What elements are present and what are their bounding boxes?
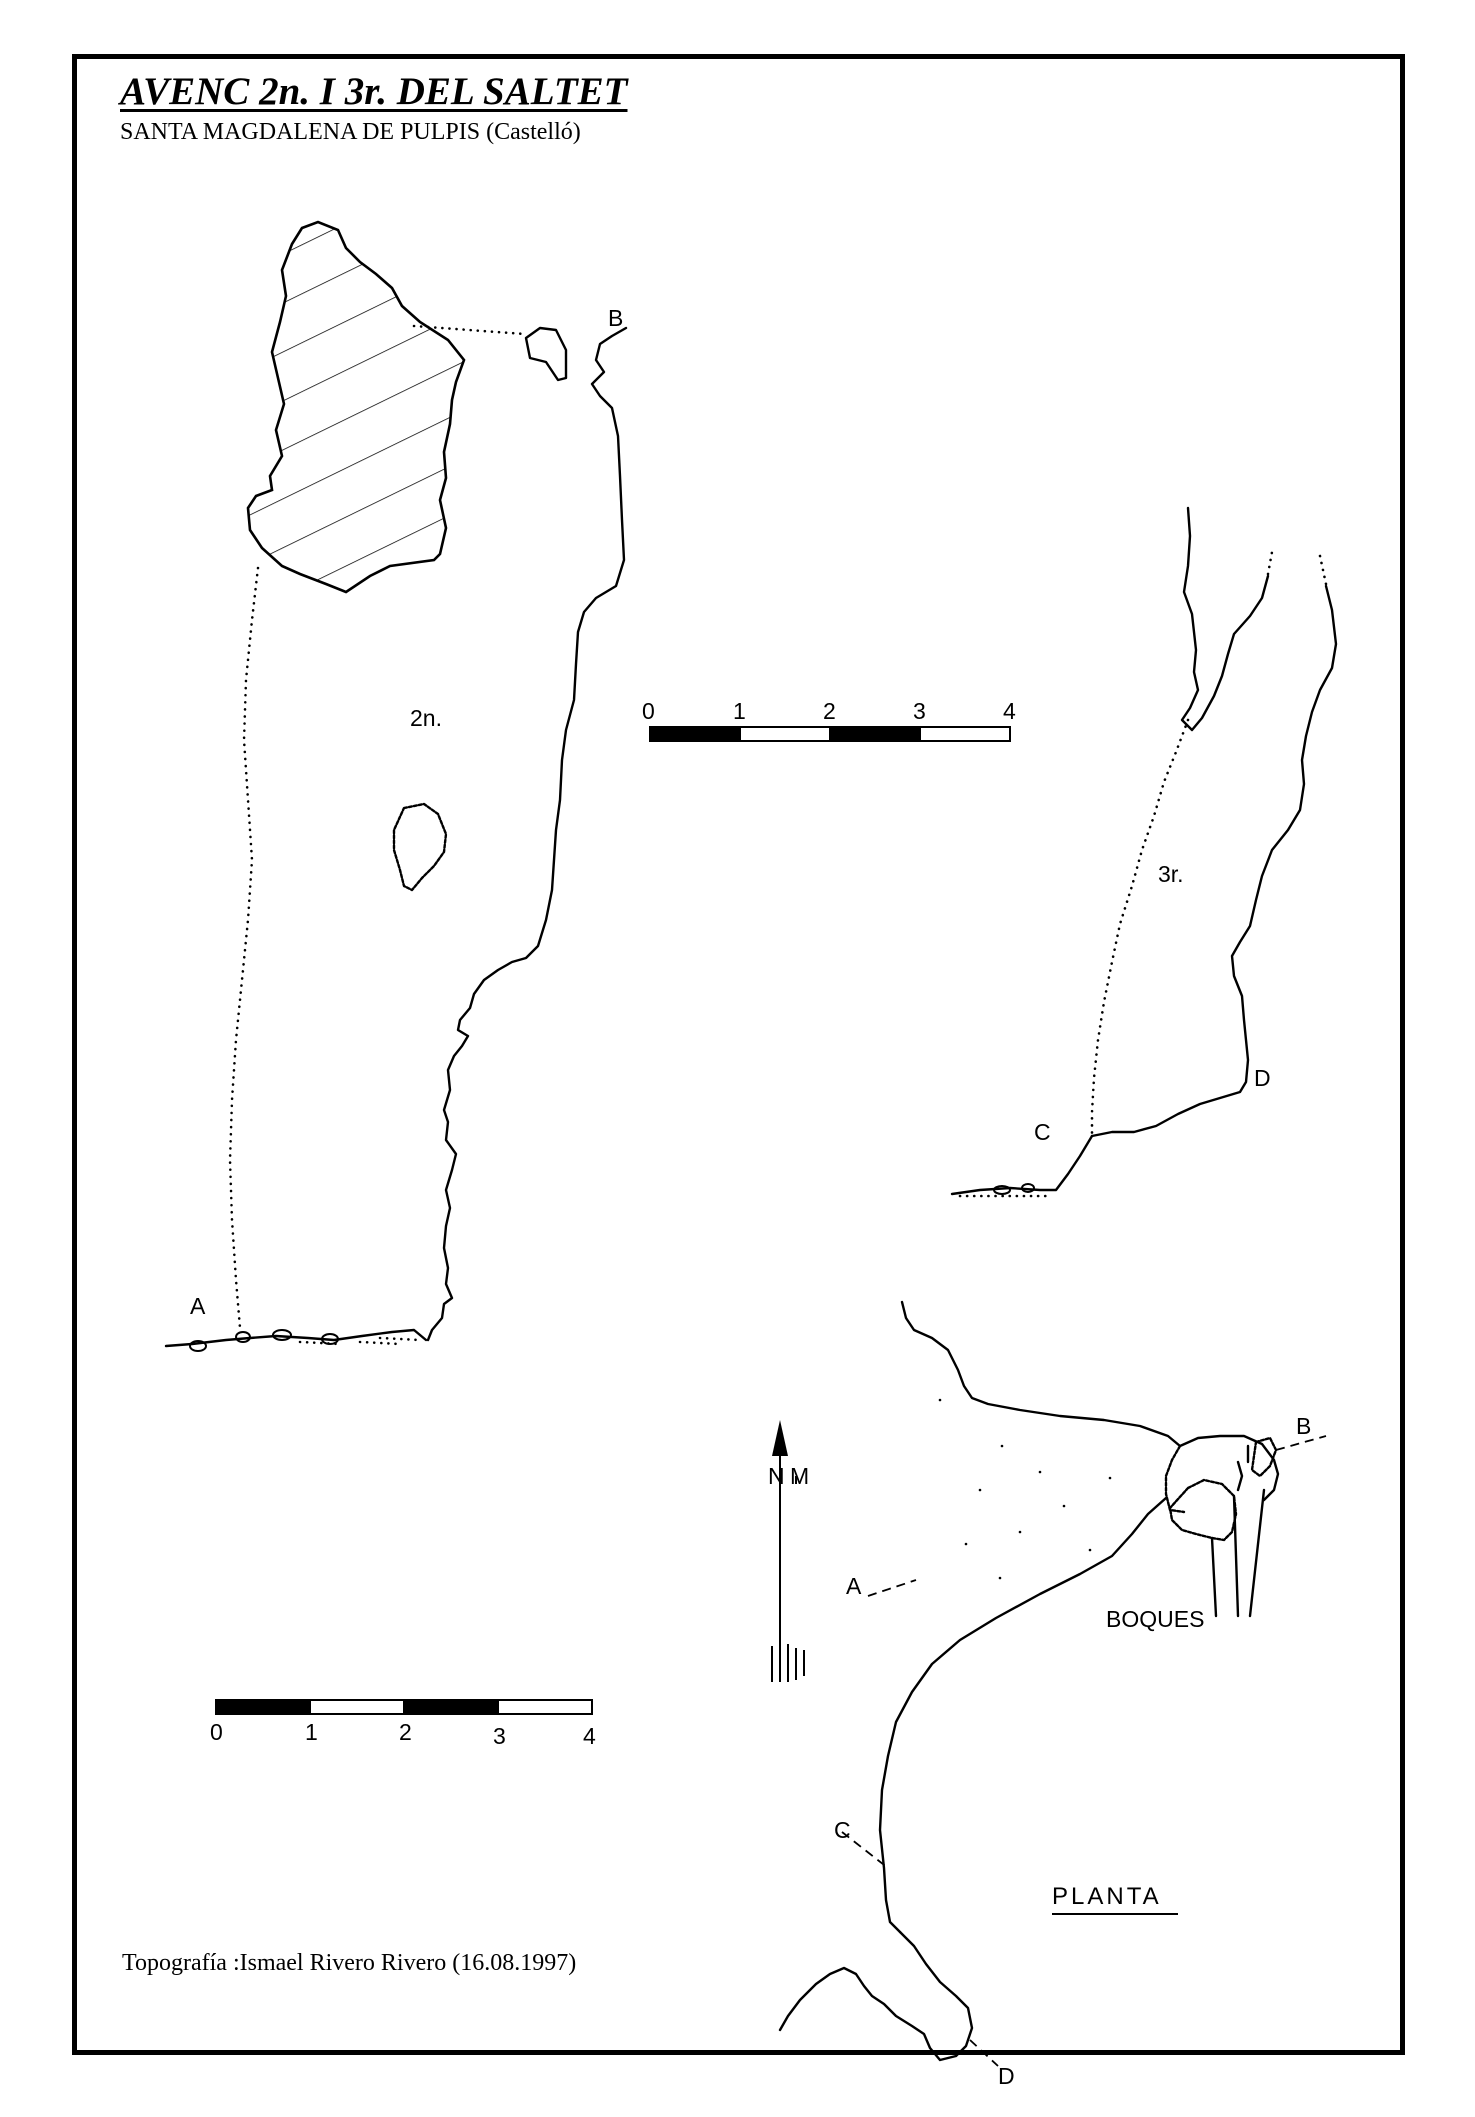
plan-label-c: C xyxy=(834,1817,851,1843)
plan-section-line-d xyxy=(969,2039,999,2067)
section-label-3r: 3r. xyxy=(1158,861,1184,887)
scale-bottom-tick-3: 3 xyxy=(493,1723,506,1749)
plan-upper-wall xyxy=(900,1300,1182,1448)
north-label-n: N xyxy=(768,1463,785,1489)
plan-section-line-b xyxy=(1275,1435,1327,1451)
survey-location: SANTA MAGDALENA DE PULPIS (Castelló) xyxy=(120,119,581,145)
section-2n-dotted-line-left xyxy=(228,566,260,1330)
plan-interior-dots xyxy=(938,1398,1112,1580)
plan-section-line-a xyxy=(867,1579,917,1597)
scale-top-tick-4: 4 xyxy=(1003,698,1016,724)
section-3r-floor xyxy=(950,1134,1094,1196)
section-2n-hatched-block xyxy=(246,220,466,594)
section-2n-rock-outcrop xyxy=(524,326,568,382)
plan-label-d: D xyxy=(998,2063,1015,2089)
section-3r-floor-pebbles xyxy=(958,1183,1052,1198)
section-3r-left-wall xyxy=(1180,506,1270,732)
section-2n-pillar xyxy=(392,802,448,892)
north-arrow-icon: N M xyxy=(768,1420,809,1682)
plan-section-line-c xyxy=(841,1831,889,1869)
boques-leader-lines xyxy=(1210,1488,1266,1618)
survey-credit: Topografía :Ismael Rivero Rivero (16.08.… xyxy=(122,1950,577,1976)
section-2n-right-wall xyxy=(426,326,628,1342)
scale-bottom-tick-0: 0 xyxy=(210,1719,223,1745)
section-3r-right-wall xyxy=(1090,584,1338,1138)
section-3r-dotted-top-right xyxy=(1318,554,1328,586)
plan-entrance-mouth-left xyxy=(1164,1444,1186,1514)
plan-entrance-outline xyxy=(1178,1434,1280,1502)
survey-title: AVENC 2n. I 3r. DEL SALTET xyxy=(120,70,628,113)
scale-top-tick-3: 3 xyxy=(913,698,926,724)
section-label-b: B xyxy=(608,305,623,331)
north-label-m: M xyxy=(790,1463,809,1489)
section-3r-dotted-top-left xyxy=(1266,550,1274,576)
plan-view: B A BOQUES C D PLANTA xyxy=(778,1300,1327,2089)
scale-bar-top: 0 1 2 3 4 xyxy=(642,698,1016,742)
section-3r: 3r. C D xyxy=(950,506,1338,1198)
plan-lower-wall xyxy=(878,1496,1168,1934)
plan-label-planta: PLANTA xyxy=(1052,1883,1162,1910)
plan-lower-chamber xyxy=(778,1930,974,2062)
section-label-a: A xyxy=(190,1293,206,1319)
plan-entrance-mouth-small xyxy=(1250,1436,1278,1478)
section-label-d: D xyxy=(1254,1065,1271,1091)
scale-top-tick-2: 2 xyxy=(823,698,836,724)
plan-entrance-mouth-lower xyxy=(1168,1478,1238,1542)
scale-bottom-tick-1: 1 xyxy=(305,1719,318,1745)
plan-label-b: B xyxy=(1296,1413,1311,1439)
section-3r-dotted-left-edge xyxy=(1090,718,1190,1136)
scale-top-tick-1: 1 xyxy=(733,698,746,724)
section-label-c: C xyxy=(1034,1119,1051,1145)
plan-label-a: A xyxy=(846,1573,862,1599)
scale-bar-bottom: 0 1 2 3 4 xyxy=(210,1699,596,1749)
plan-label-boques: BOQUES xyxy=(1106,1606,1204,1632)
section-2n-dotted-line-top xyxy=(412,324,526,336)
scale-bottom-tick-2: 2 xyxy=(399,1719,412,1745)
section-2n-floor-line xyxy=(164,1328,428,1348)
plan-entrance-inner-lines xyxy=(1236,1444,1250,1492)
section-label-2n: 2n. xyxy=(410,705,442,731)
section-2n-floor-pebbles xyxy=(189,1329,422,1352)
drawing-frame xyxy=(72,54,1405,2055)
scale-top-tick-0: 0 xyxy=(642,698,655,724)
section-2n: A B 2n. xyxy=(164,220,628,1352)
scale-bottom-tick-4: 4 xyxy=(583,1723,596,1749)
